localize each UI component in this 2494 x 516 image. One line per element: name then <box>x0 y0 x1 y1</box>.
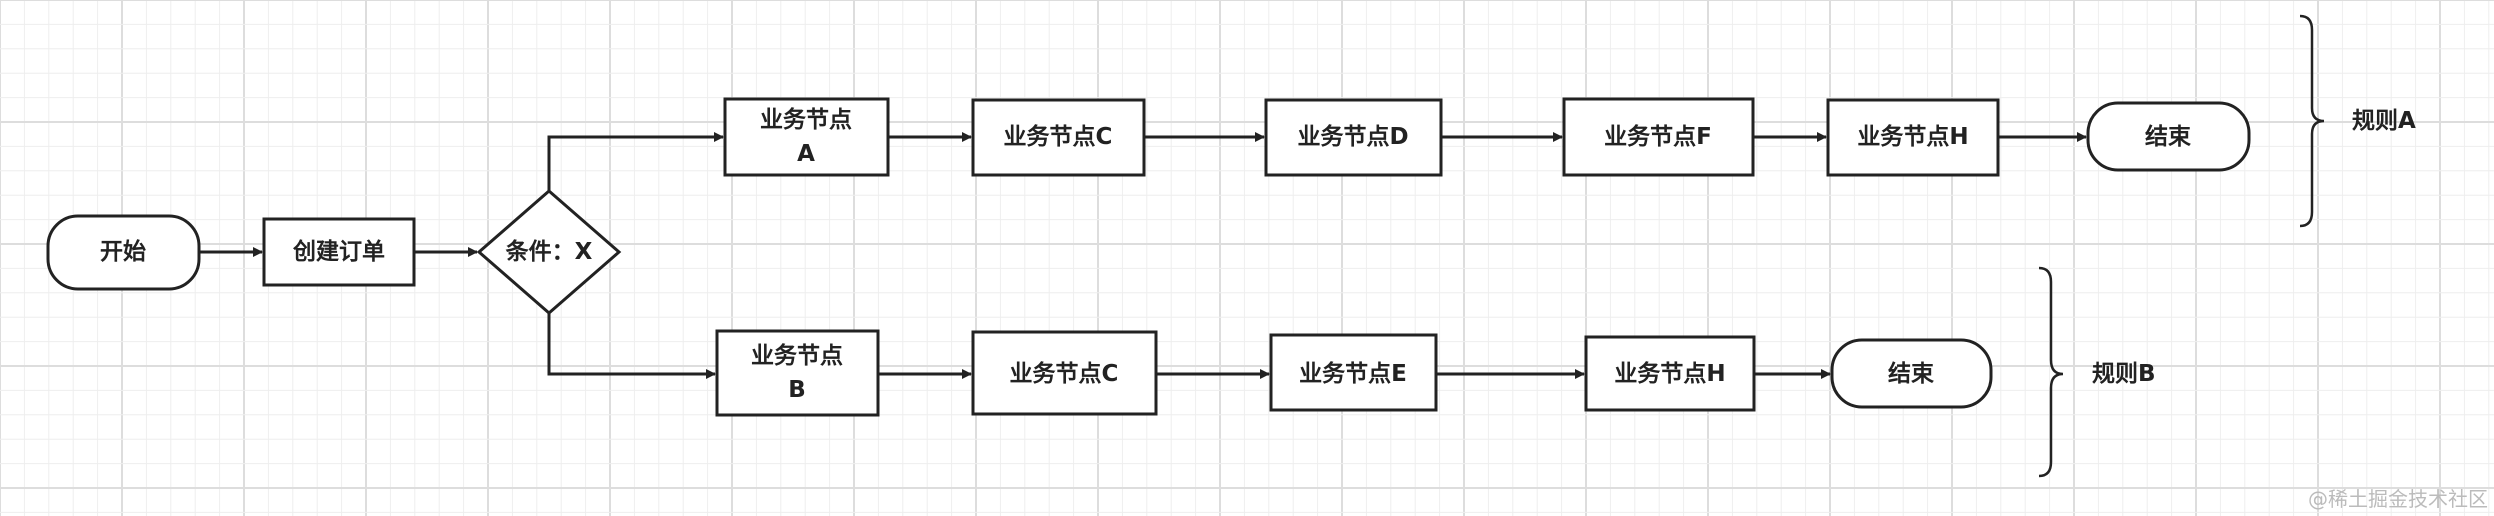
node-a-label-1: 业务节点 <box>760 107 852 133</box>
rule-a-label: 规则A <box>2352 108 2416 134</box>
create-order-label: 创建订单 <box>292 239 385 265</box>
watermark: @稀土掘金技术社区 <box>2308 487 2488 511</box>
node-a[interactable] <box>723 97 890 177</box>
brace-rule-b <box>2038 266 2064 478</box>
start-label: 开始 <box>100 238 146 265</box>
edge-condition-a <box>547 132 724 191</box>
bottom-node-e-label: 业务节点E <box>1299 361 1407 387</box>
bottom-end-label: 结束 <box>1888 361 1935 387</box>
top-node-c-label: 业务节点C <box>1004 124 1113 150</box>
bottom-node-c[interactable] <box>971 330 1158 416</box>
edge-condition-b <box>547 313 716 379</box>
node-b-label-1: 业务节点 <box>751 343 843 369</box>
top-end-node[interactable] <box>2086 101 2251 172</box>
top-node-h-label: 业务节点H <box>1857 124 1968 150</box>
node-b-label-2: B <box>788 377 806 403</box>
node-a-label-2: A <box>797 141 815 167</box>
bottom-node-e[interactable] <box>1269 333 1438 412</box>
bottom-node-h-label: 业务节点H <box>1614 361 1725 387</box>
rule-b-label: 规则B <box>2092 361 2156 387</box>
top-node-h[interactable] <box>1826 98 2000 177</box>
condition-label: 条件：X <box>506 238 593 265</box>
top-node-d[interactable] <box>1264 98 1443 177</box>
bottom-node-c-label: 业务节点C <box>1010 361 1119 387</box>
top-node-f-label: 业务节点F <box>1604 124 1712 150</box>
top-end-label: 结束 <box>2145 124 2192 150</box>
brace-rule-a <box>2299 14 2325 228</box>
node-b[interactable] <box>715 329 880 417</box>
bottom-end-node[interactable] <box>1830 338 1993 409</box>
top-node-d-label: 业务节点D <box>1297 124 1408 150</box>
